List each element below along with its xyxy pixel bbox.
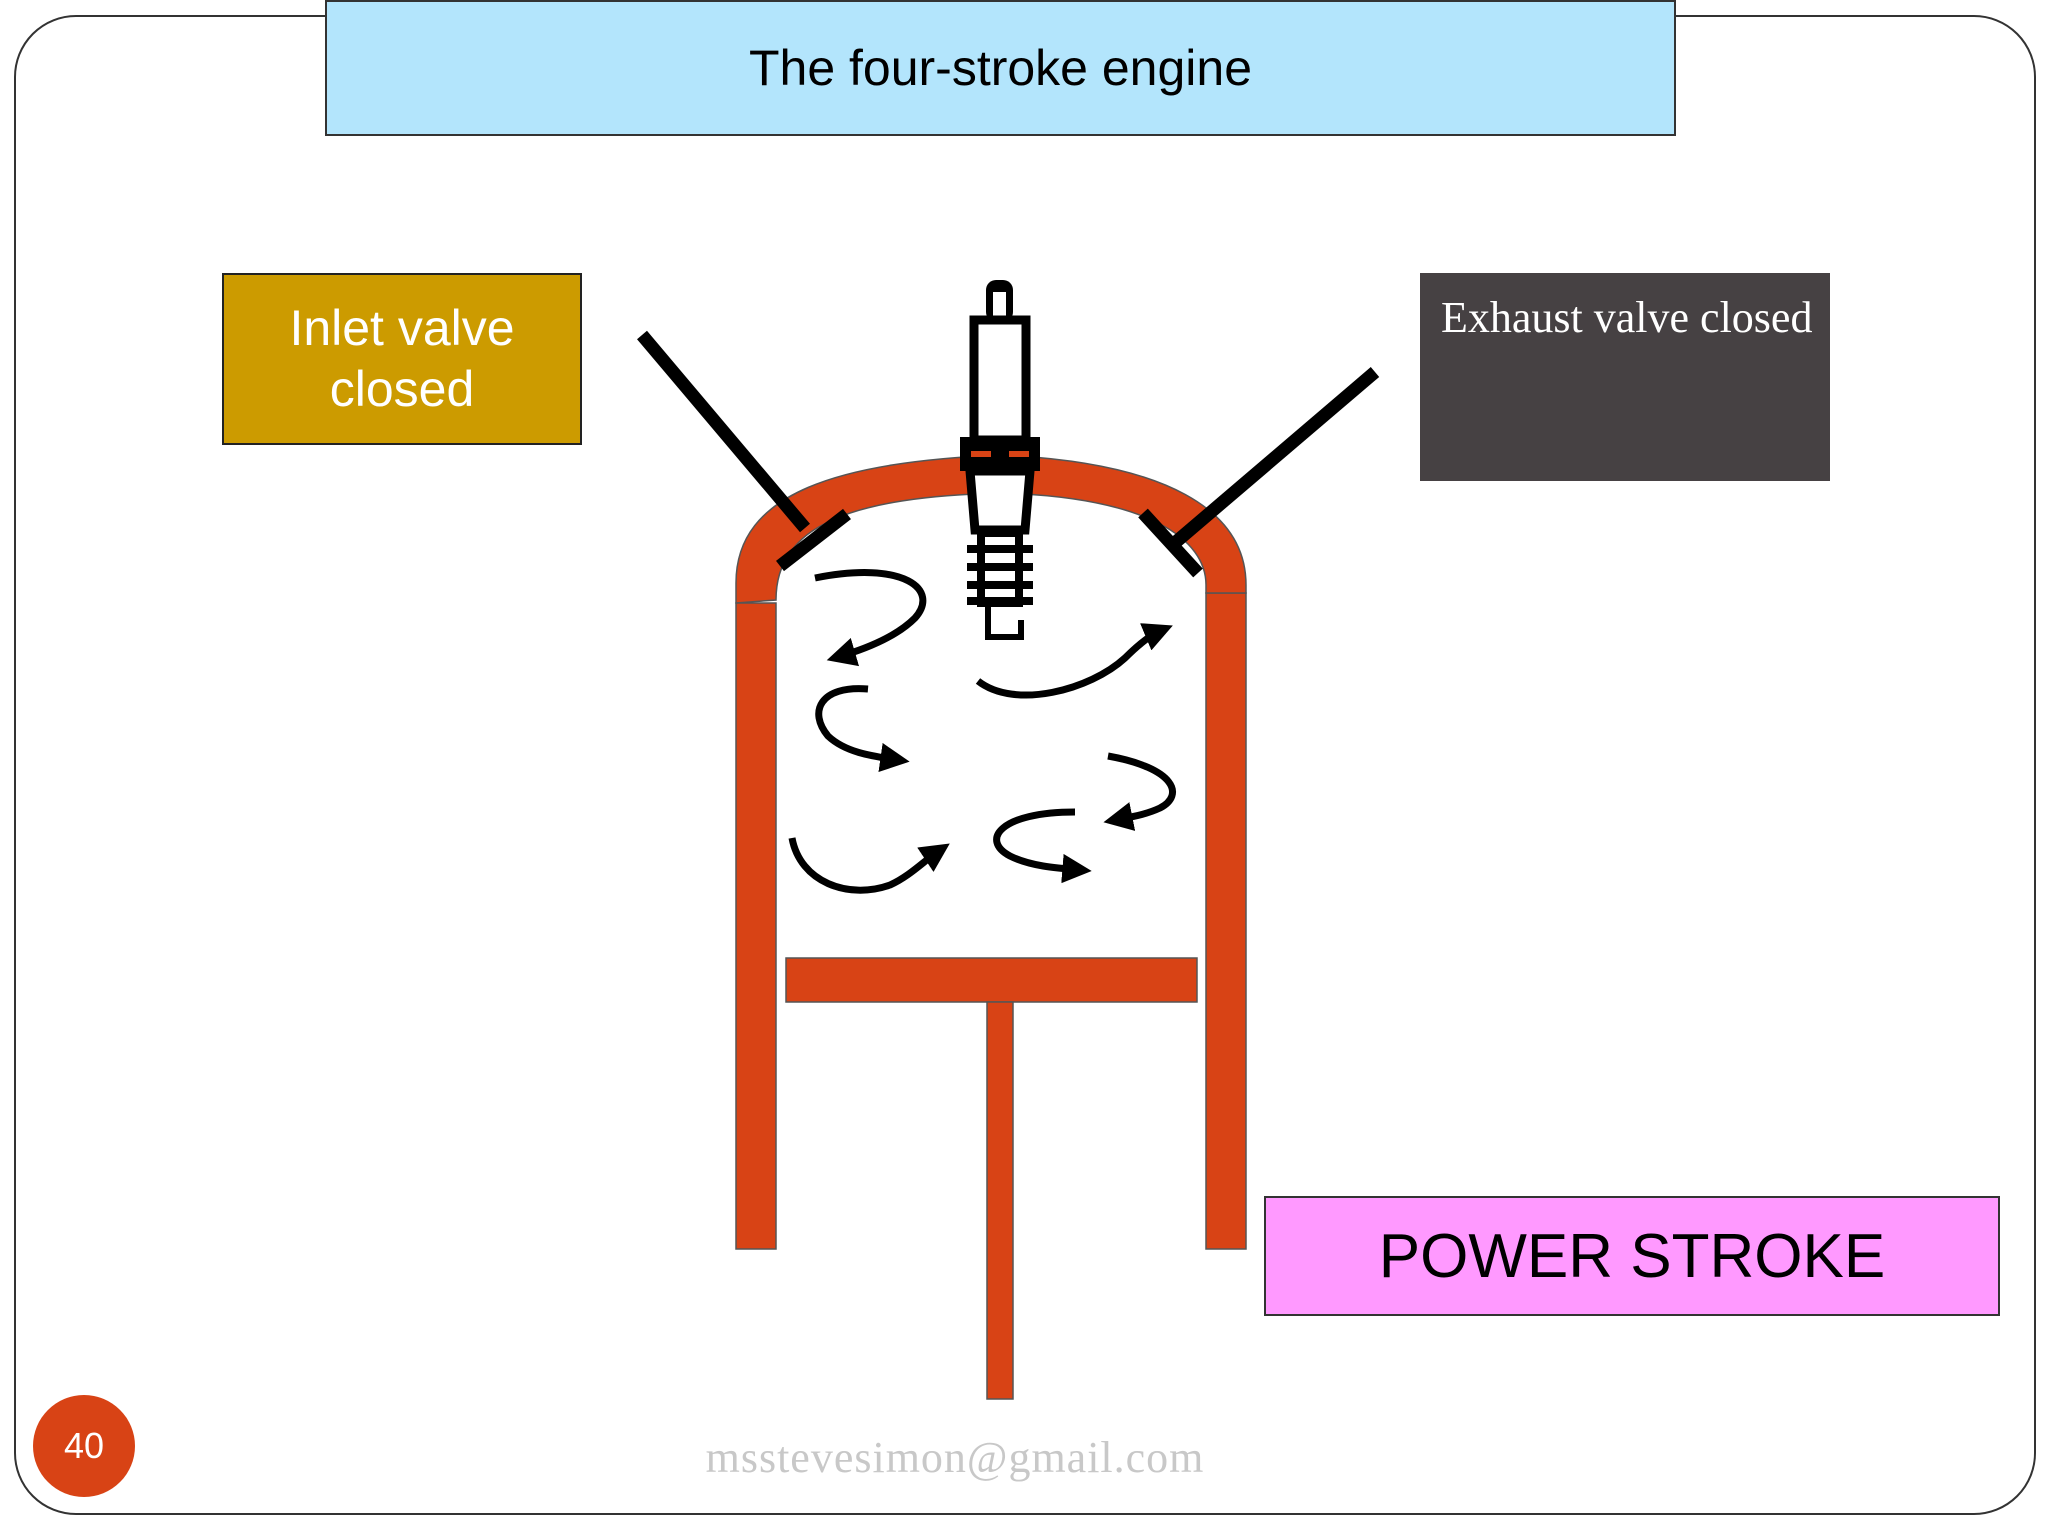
slide-title: The four-stroke engine xyxy=(325,0,1676,136)
exhaust-valve xyxy=(1138,367,1380,578)
cylinder-left-wall xyxy=(735,602,777,1250)
swirl-arrow-icon xyxy=(814,569,927,667)
inlet-valve xyxy=(637,330,851,572)
swirl-arrow-icon xyxy=(788,837,950,894)
piston-head xyxy=(785,957,1198,1003)
stroke-label: POWER STROKE xyxy=(1264,1196,2000,1316)
swirl-arrow-icon xyxy=(975,623,1173,699)
exhaust-valve-label: Exhaust valve closed xyxy=(1420,273,1830,481)
page-number-badge: 40 xyxy=(33,1395,135,1497)
cylinder-right-wall xyxy=(1205,592,1247,1250)
combustion-swirls xyxy=(788,569,1176,894)
piston-rod xyxy=(986,1001,1014,1400)
swirl-arrow-icon xyxy=(993,808,1092,884)
spark-plug-icon xyxy=(960,280,1040,640)
piston xyxy=(785,957,1198,1400)
swirl-arrow-icon xyxy=(815,685,910,773)
inlet-valve-label: Inlet valve closed xyxy=(222,273,582,445)
footer-email: msstevesimon@gmail.com xyxy=(705,1433,1205,1482)
cylinder xyxy=(735,454,1247,1250)
cylinder-head xyxy=(735,454,1247,604)
swirl-arrow-icon xyxy=(1103,752,1176,831)
